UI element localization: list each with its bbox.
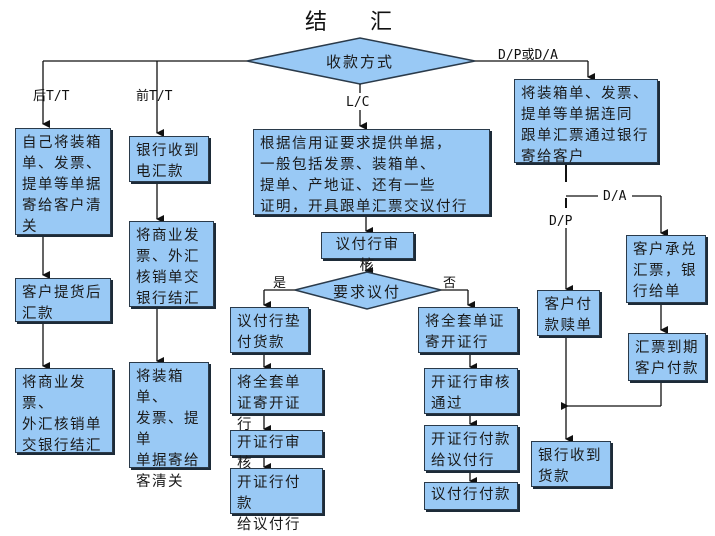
step-lc-yes-2: 将全套单 证寄开证行 [230, 368, 323, 433]
branch-label-yes: 是 [273, 276, 287, 291]
branch-label-lc: L/C [346, 95, 370, 110]
diagram-title: 结 汇 [305, 10, 410, 35]
step-before-tt-send-docs: 将装箱单、 发票、提 单 单据寄给 客清关 [129, 362, 209, 490]
step-before-tt-settlement: 将商业发 票、外汇 核销单交 银行结汇 [129, 221, 214, 307]
step-lc-yes-4: 开证行付款 给议付行 [230, 468, 323, 533]
branch-label-no: 否 [443, 276, 457, 291]
step-before-tt-bank-receives: 银行收到 电汇款 [129, 136, 209, 182]
branch-label-dp: D/P [549, 214, 573, 229]
step-collection-bank-receives: 银行收到 货款 [531, 441, 611, 487]
step-lc-no-2: 开证行审核 通过 [424, 368, 518, 414]
decision-main-label: 收款方式 [325, 53, 394, 71]
step-lc-bank-review: 议付行审核 [321, 232, 414, 274]
step-collection-da-accept: 客户承兑 汇票，银 行给单 [626, 235, 706, 303]
step-after-tt-send-docs: 自己将装箱 单、发票、 提单等单据 寄给客户清 关 [15, 128, 111, 235]
branch-label-before-tt: 前T/T [136, 89, 173, 104]
step-lc-provide-docs: 根据信用证要求提供单据， 一般包括发票、装箱单、 提单、产地证、还有一些 证明，… [253, 129, 490, 215]
step-lc-no-3: 开证行付款 给议付行 [424, 425, 518, 471]
step-after-tt-customer-pays: 客户提货后 汇款 [15, 278, 111, 322]
step-collection-dp-pay: 客户付 款赎单 [537, 290, 600, 336]
step-collection-da-maturity: 汇票到期 客户付款 [628, 333, 706, 381]
step-lc-no-1: 将全套单证 寄开证行 [418, 307, 518, 353]
decision-negotiate-label: 要求议付 [332, 283, 401, 301]
step-lc-yes-3: 开证行审核 [230, 430, 323, 472]
step-lc-yes-1: 议付行垫 付货款 [230, 307, 309, 353]
step-collection-send-docs: 将装箱单、发票、 提单等单据连同 跟单汇票通过银行 寄给客户 [514, 79, 658, 165]
branch-label-after-tt: 后T/T [33, 89, 70, 104]
step-after-tt-settlement: 将商业发票、 外汇核销单 交银行结汇 [15, 368, 113, 454]
branch-label-da: D/A [603, 189, 627, 204]
step-lc-no-4: 议付行付款 [424, 482, 518, 510]
branch-label-dp-da: D/P或D/A [498, 48, 558, 63]
